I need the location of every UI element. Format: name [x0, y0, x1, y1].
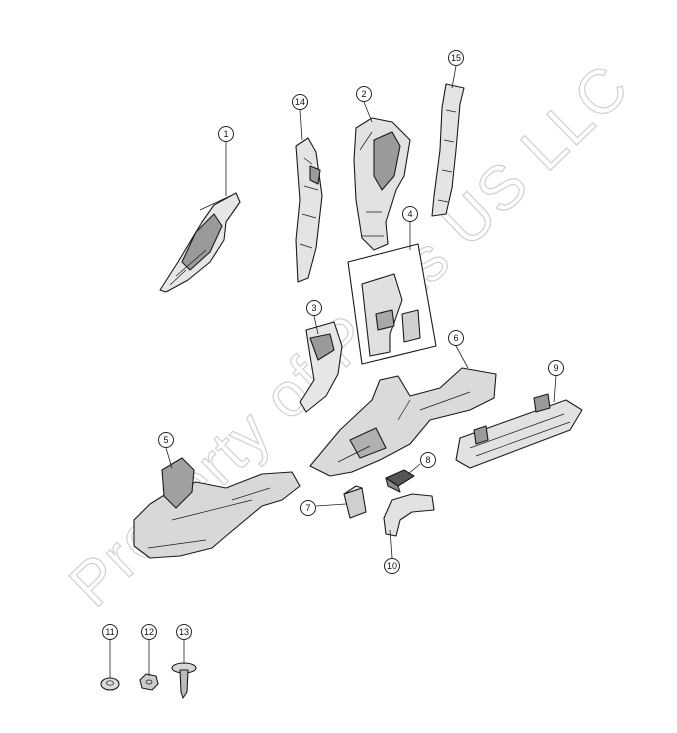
svg-text:3: 3: [311, 303, 316, 313]
svg-text:4: 4: [407, 209, 412, 219]
callout-8: 8: [420, 452, 436, 468]
callout-2: 2: [356, 86, 372, 102]
part-9-rail: [455, 393, 583, 469]
callout-5: 5: [158, 432, 174, 448]
svg-text:12: 12: [144, 627, 154, 637]
svg-text:5: 5: [163, 435, 168, 445]
part-6-sill-trim: [309, 367, 497, 477]
callout-12: 12: [141, 624, 157, 640]
leader-lines: [109, 65, 557, 678]
part-13-screw: [171, 662, 197, 699]
part-15-narrow-pillar-trim: [431, 83, 465, 217]
svg-text:2: 2: [361, 89, 366, 99]
callout-14: 14: [292, 94, 308, 110]
callout-7: 7: [300, 500, 316, 516]
callout-9: 9: [548, 360, 564, 376]
callout-3: 3: [306, 300, 322, 316]
part-3-bracket: [299, 321, 343, 413]
part-12-nut: [139, 673, 159, 691]
callout-10: 10: [384, 558, 400, 574]
svg-text:8: 8: [425, 455, 430, 465]
svg-text:11: 11: [105, 627, 114, 637]
callout-6: 6: [448, 330, 464, 346]
callout-4: 4: [402, 206, 418, 222]
callout-15: 15: [448, 50, 464, 66]
svg-text:6: 6: [453, 333, 458, 343]
part-8-clip: [385, 469, 415, 493]
part-2-b-pillar-upper-trim: [353, 117, 411, 251]
svg-text:10: 10: [387, 561, 397, 571]
svg-text:14: 14: [295, 97, 305, 107]
part-5-floor-trim: [133, 457, 301, 559]
part-1-a-pillar-trim: [159, 192, 241, 293]
callout-11: 11: [102, 624, 118, 640]
part-14-narrow-pillar-trim: [295, 137, 323, 283]
callout-13: 13: [176, 624, 192, 640]
callout-1: 1: [218, 126, 234, 142]
svg-text:1: 1: [223, 129, 228, 139]
svg-text:15: 15: [451, 53, 461, 63]
part-10-bracket: [383, 493, 435, 537]
svg-text:9: 9: [553, 363, 558, 373]
svg-text:13: 13: [179, 627, 189, 637]
svg-text:7: 7: [305, 503, 310, 513]
part-7-block: [343, 485, 367, 519]
part-4-trim-kit: [347, 222, 437, 365]
part-11-nut: [100, 677, 120, 691]
